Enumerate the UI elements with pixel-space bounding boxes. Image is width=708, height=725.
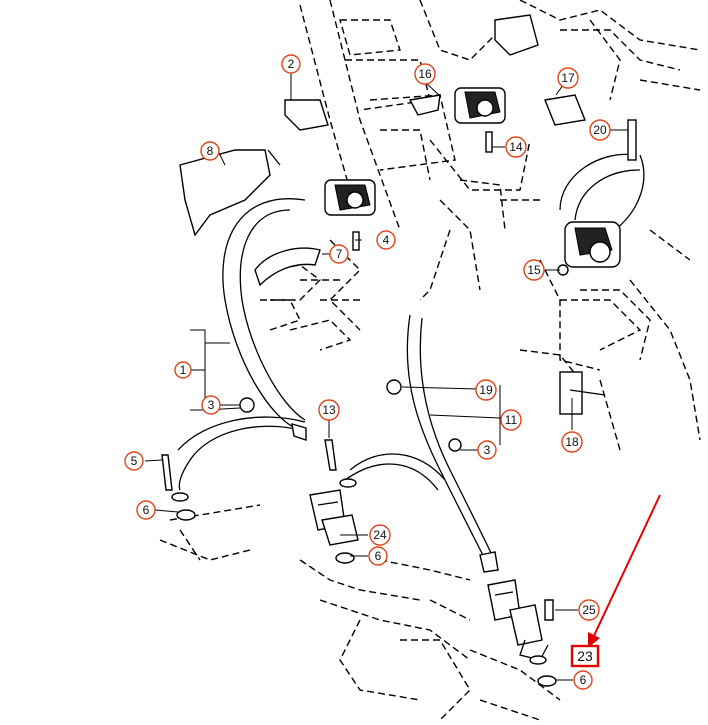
buckle-right [487, 579, 549, 661]
center-belt-assembly [309, 314, 557, 687]
svg-text:13: 13 [322, 403, 336, 417]
callout-15: 15 [523, 259, 545, 281]
callout-3-left: 3 [201, 395, 221, 415]
callout-14: 14 [505, 136, 527, 158]
svg-text:20: 20 [593, 123, 607, 137]
callout-2: 2 [281, 54, 301, 74]
svg-text:18: 18 [565, 435, 579, 449]
callout-19: 19 [475, 379, 497, 401]
svg-text:3: 3 [484, 443, 491, 457]
svg-text:25: 25 [582, 603, 596, 617]
svg-text:6: 6 [375, 549, 382, 563]
callout-6-left: 6 [136, 500, 156, 520]
svg-text:2: 2 [288, 57, 295, 71]
callout-20: 20 [589, 119, 611, 141]
buckle-left [309, 489, 359, 546]
upper-center-retractor [408, 14, 539, 153]
callout-lines [144, 72, 628, 681]
left-belt-assembly [161, 99, 376, 521]
svg-text:1: 1 [180, 363, 187, 377]
svg-text:4: 4 [383, 233, 390, 247]
callout-markers: 2 8 16 17 20 14 4 7 15 18 1 3 5 6 13 19 … [124, 54, 611, 690]
callout-8: 8 [200, 141, 220, 161]
callout-5: 5 [124, 451, 144, 471]
callout-6-center: 6 [368, 546, 388, 566]
highlight-arrow [588, 494, 661, 648]
svg-text:3: 3 [208, 398, 215, 412]
svg-text:16: 16 [418, 67, 432, 81]
svg-text:7: 7 [336, 247, 343, 261]
svg-text:17: 17 [561, 71, 575, 85]
callout-25: 25 [578, 599, 600, 621]
callout-17: 17 [557, 67, 579, 89]
svg-text:19: 19 [479, 383, 493, 397]
svg-text:23: 23 [577, 648, 593, 664]
vehicle-body-outline [159, 0, 701, 721]
svg-text:8: 8 [207, 144, 214, 158]
svg-text:5: 5 [131, 454, 138, 468]
callout-24: 24 [369, 524, 391, 546]
callout-23-highlighted: 23 [570, 644, 600, 668]
callout-1: 1 [174, 361, 192, 379]
callout-4: 4 [376, 230, 396, 250]
svg-text:15: 15 [527, 263, 541, 277]
svg-text:6: 6 [580, 673, 587, 687]
callout-3-right: 3 [477, 440, 497, 460]
svg-text:6: 6 [143, 503, 150, 517]
callout-11: 11 [500, 409, 522, 431]
svg-text:24: 24 [373, 528, 387, 542]
svg-text:11: 11 [505, 413, 518, 427]
callout-6-right: 6 [573, 670, 593, 690]
callout-7: 7 [329, 244, 349, 264]
retractor-left [324, 179, 376, 216]
callout-18: 18 [561, 431, 583, 453]
svg-text:14: 14 [509, 140, 523, 154]
callout-13: 13 [318, 399, 340, 421]
callout-16: 16 [414, 63, 436, 85]
right-retractor [544, 94, 645, 415]
